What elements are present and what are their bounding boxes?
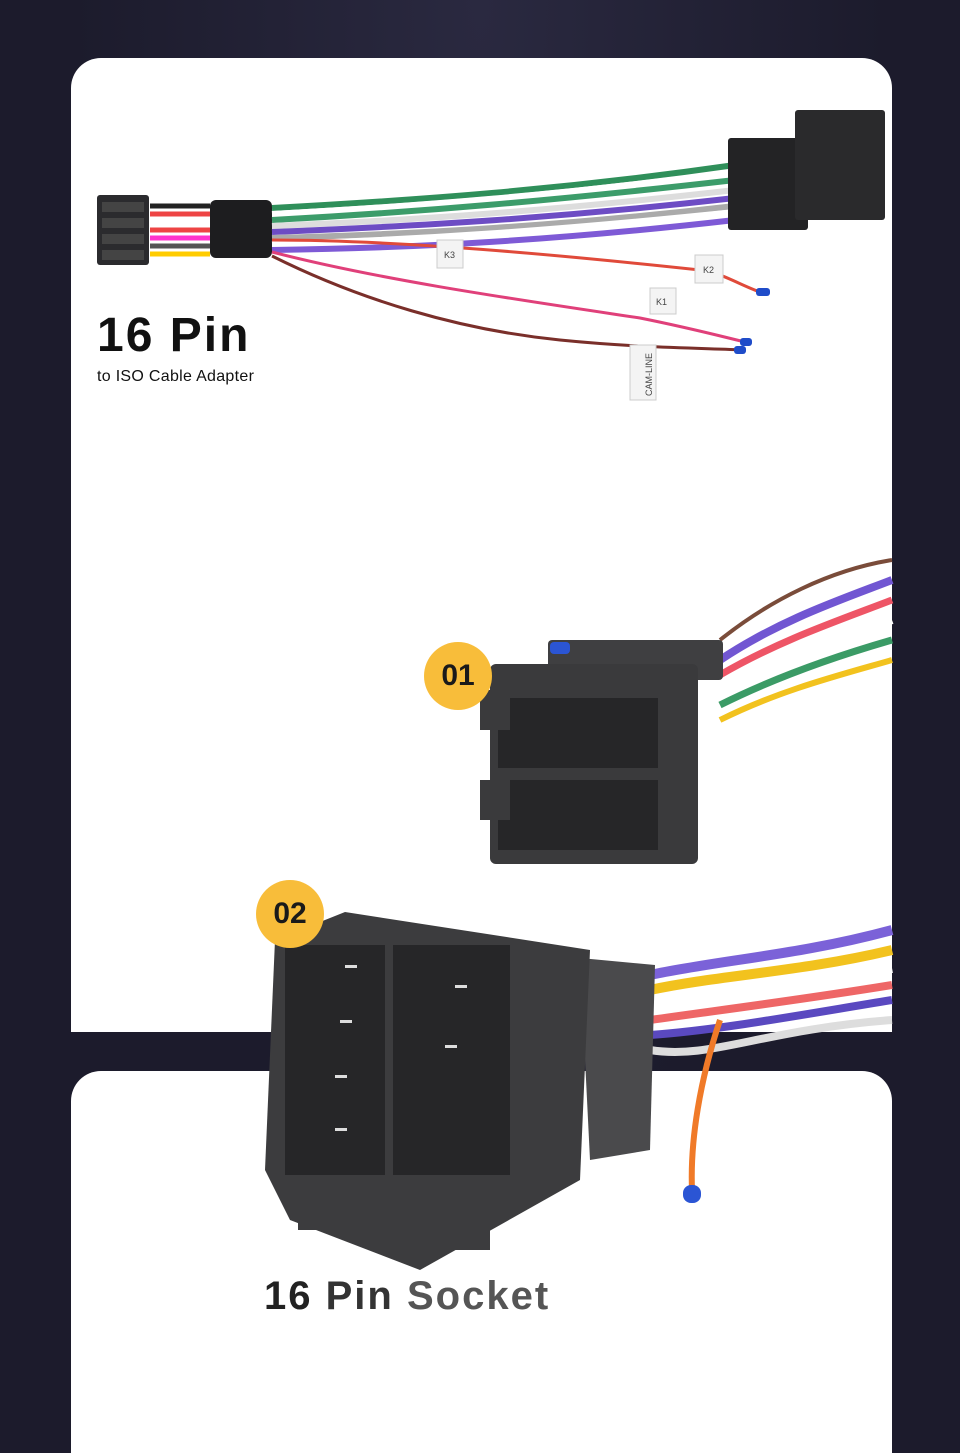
- connector-01-illustration: [480, 558, 894, 864]
- 16pin-plug: [97, 195, 149, 265]
- iso-connector-a: [728, 138, 808, 230]
- badge-02: 02: [256, 880, 324, 948]
- socket-title-word2: Pin: [325, 1274, 394, 1318]
- label-k1: K1: [656, 297, 667, 307]
- label-k2: K2: [703, 265, 714, 275]
- label-k3: K3: [444, 250, 455, 260]
- badge-01: 01: [424, 642, 492, 710]
- page-title: 16 Pin: [97, 309, 251, 362]
- socket-title: 16 Pin Socket: [264, 1274, 550, 1319]
- socket-title-word1: 16: [264, 1274, 313, 1318]
- socket-title-word3: Socket: [406, 1274, 551, 1318]
- tape-sleeve: [210, 200, 272, 258]
- connector-02-illustration: [265, 912, 894, 1270]
- wire-bundle-left: [149, 203, 210, 257]
- label-cam: CAM-LINE: [644, 353, 654, 396]
- wire-k1: [271, 250, 746, 344]
- wire-k2: [271, 238, 761, 294]
- wire-bundle-main: [271, 162, 736, 253]
- iso-connector-b: [795, 110, 885, 220]
- wire-cam: [271, 254, 746, 352]
- page-subtitle: to ISO Cable Adapter: [97, 368, 255, 385]
